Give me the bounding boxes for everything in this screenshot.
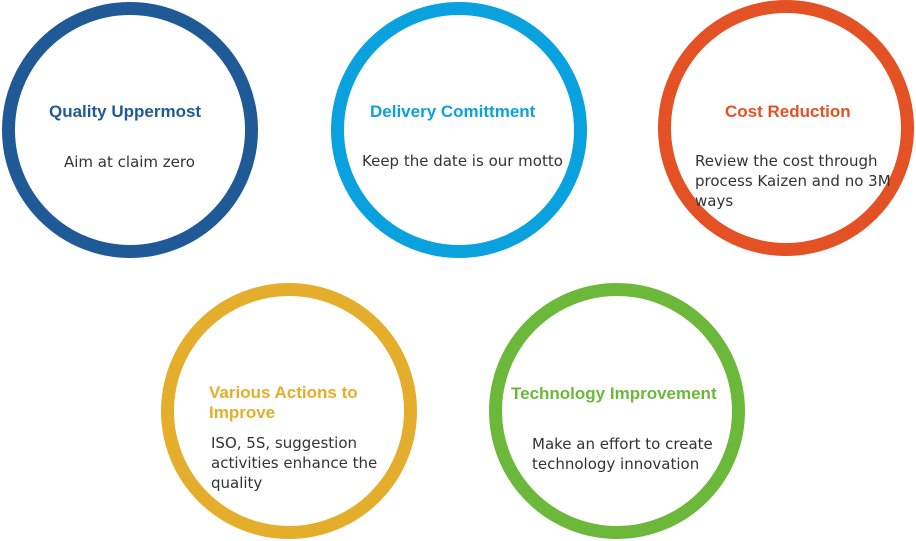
circle-technology-improvement: Technology Improvement Make an effort to…: [489, 283, 745, 539]
circle-description: ISO, 5S, suggestion activities enhance t…: [211, 434, 378, 492]
circle-title: Various Actions to Improve: [209, 383, 358, 422]
circle-title: Quality Uppermost: [49, 102, 202, 121]
circle-title: Delivery Comittment: [370, 102, 536, 121]
circle-quality-uppermost: Quality Uppermost Aim at claim zero: [2, 2, 258, 258]
circle-various-actions: Various Actions to Improve ISO, 5S, sugg…: [161, 283, 417, 539]
circle-description: Keep the date is our motto: [362, 152, 563, 170]
circle-description: Make an effort to create technology inno…: [532, 435, 713, 473]
circle-description: Aim at claim zero: [64, 153, 195, 171]
circle-description: Review the cost through process Kaizen a…: [695, 152, 891, 210]
circle-cost-reduction: Cost Reduction Review the cost through p…: [658, 0, 914, 256]
circle-title: Technology Improvement: [511, 384, 717, 403]
circle-title: Cost Reduction: [725, 102, 851, 121]
circle-delivery-comittment: Delivery Comittment Keep the date is our…: [331, 2, 587, 258]
